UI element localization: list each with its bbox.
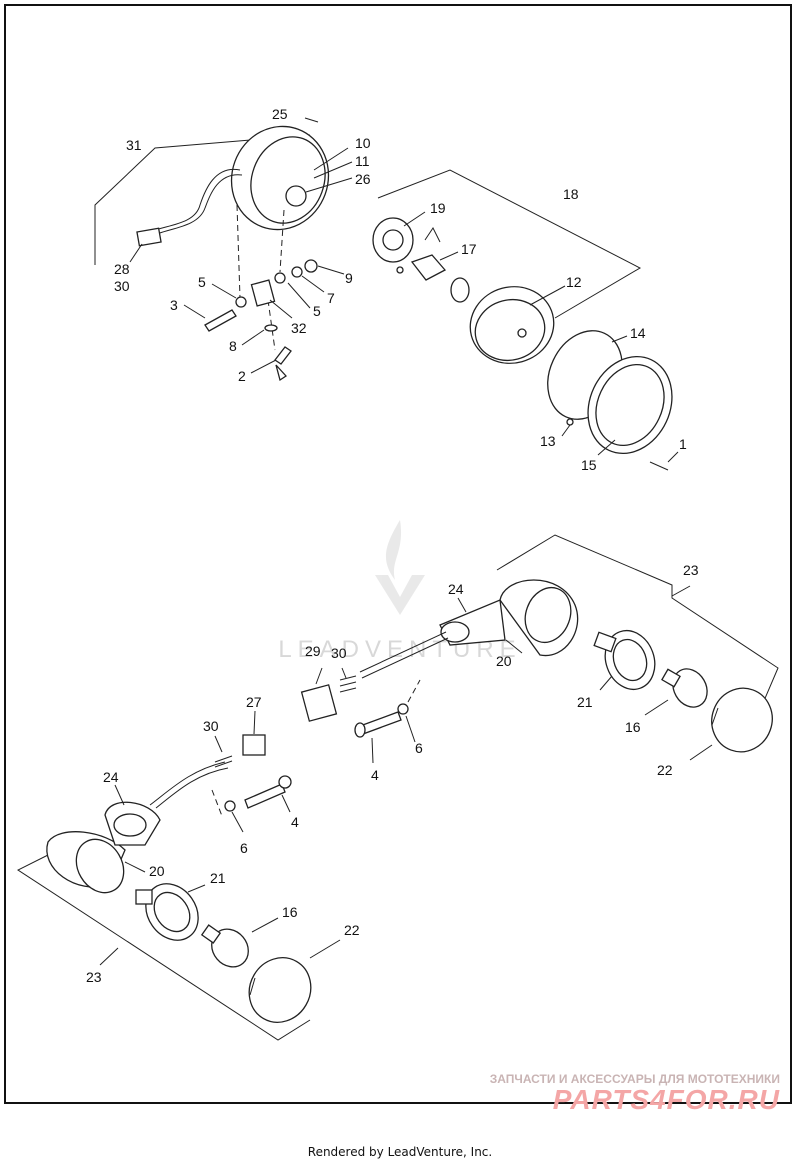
watermark-logo — [375, 520, 425, 615]
screw-25 — [304, 117, 319, 123]
label-3: 3 — [170, 297, 178, 313]
label-8: 8 — [229, 338, 237, 354]
label-11: 11 — [355, 153, 370, 169]
label-22-left: 22 — [344, 922, 360, 938]
label-9: 9 — [345, 270, 353, 286]
promo-text: ЗАПЧАСТИ И АКСЕССУАРЫ ДЛЯ МОТОТЕХНИКИ — [489, 1072, 780, 1086]
signal-housing-right — [359, 579, 579, 679]
label-2: 2 — [238, 368, 246, 384]
bracket-23-right — [496, 534, 779, 746]
label-30-left: 30 — [203, 718, 219, 734]
mount-bracket — [204, 259, 318, 382]
lens-cap-left — [248, 957, 312, 1023]
label-5b: 5 — [313, 303, 321, 319]
label-15: 15 — [581, 457, 597, 473]
diagram-frame — [4, 4, 792, 1104]
leaders-left — [99, 710, 341, 966]
bulb-socket — [372, 217, 470, 303]
label-16-left: 16 — [282, 904, 298, 920]
label-5a: 5 — [198, 274, 206, 290]
label-32: 32 — [291, 320, 307, 336]
lens-socket-right — [593, 629, 656, 691]
label-24-left: 24 — [103, 769, 119, 785]
label-4-right: 4 — [371, 767, 379, 783]
label-27: 27 — [246, 694, 262, 710]
label-24-right: 24 — [448, 581, 464, 597]
lens-socket-left — [135, 883, 199, 941]
label-17: 17 — [461, 241, 477, 257]
connector-right — [300, 675, 357, 722]
label-21-left: 21 — [210, 870, 226, 886]
connector-left — [214, 734, 266, 768]
bracket-23-left — [16, 854, 311, 1041]
label-23-right: 23 — [683, 562, 699, 578]
label-6-left: 6 — [240, 840, 248, 856]
label-10: 10 — [355, 135, 371, 151]
bracket-31 — [94, 134, 311, 265]
lens-cap-right — [711, 687, 773, 753]
trim-ring — [587, 355, 673, 455]
bulb-left — [200, 924, 249, 968]
footer-credit: Rendered by LeadVenture, Inc. — [307, 1145, 493, 1159]
screw-1 — [649, 461, 669, 471]
dash-1 — [236, 204, 241, 299]
bolt-left — [211, 775, 292, 817]
label-16-right: 16 — [625, 719, 641, 735]
label-7: 7 — [327, 290, 335, 306]
bracket-18 — [377, 169, 642, 319]
label-28: 28 — [114, 261, 130, 277]
label-25: 25 — [272, 106, 288, 122]
screw-13 — [566, 418, 574, 426]
label-12: 12 — [566, 274, 582, 290]
label-4-left: 4 — [291, 814, 299, 830]
label-20-left: 20 — [149, 863, 165, 879]
promo-brand[interactable]: PARTS4FOR.RU — [552, 1084, 780, 1115]
label-29: 29 — [305, 643, 321, 659]
label-19: 19 — [430, 200, 446, 216]
label-20-right: 20 — [496, 653, 512, 669]
bulb-right — [661, 668, 708, 708]
label-1: 1 — [679, 436, 687, 452]
label-30-right: 30 — [331, 645, 347, 661]
label-14: 14 — [630, 325, 646, 341]
bolt-right — [354, 679, 421, 738]
label-26: 26 — [355, 171, 371, 187]
label-6-right: 6 — [415, 740, 423, 756]
label-22-right: 22 — [657, 762, 673, 778]
label-30-head: 30 — [114, 278, 130, 294]
leaders-right — [315, 585, 713, 764]
label-23-left: 23 — [86, 969, 102, 985]
leaders-headlamp — [129, 147, 679, 463]
label-18: 18 — [563, 186, 579, 202]
headlamp-housing — [136, 125, 330, 247]
reflector — [469, 286, 555, 364]
signal-housing-left — [46, 761, 229, 894]
label-13: 13 — [540, 433, 556, 449]
dash-2 — [279, 209, 285, 273]
label-31: 31 — [126, 137, 142, 153]
label-21-right: 21 — [577, 694, 593, 710]
